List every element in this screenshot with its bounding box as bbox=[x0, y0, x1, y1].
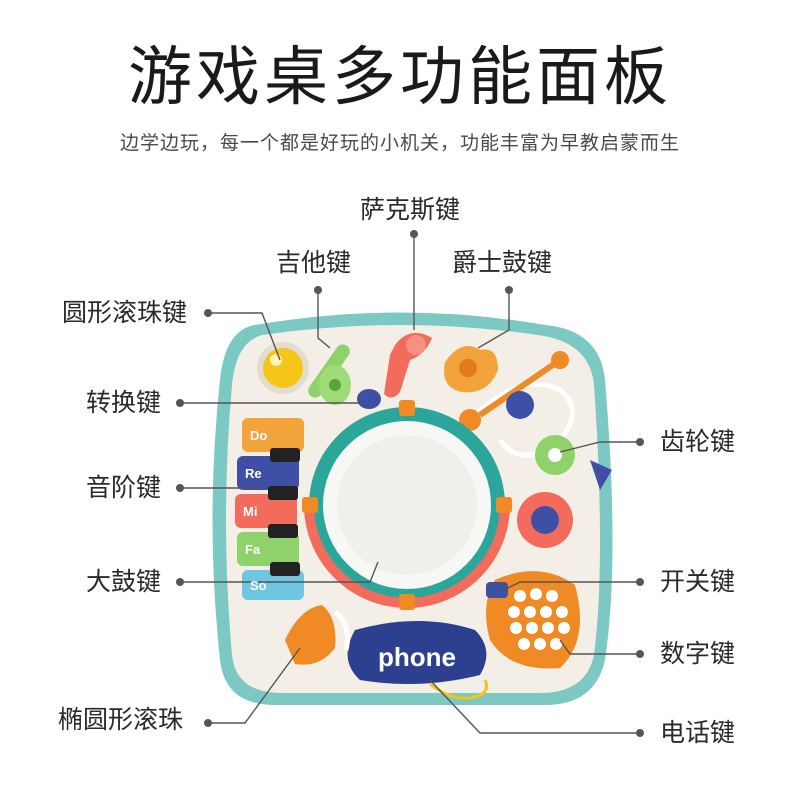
label-scale-key: 音阶键 bbox=[86, 473, 162, 502]
phone-text: phone bbox=[378, 642, 456, 672]
leader-lines bbox=[180, 234, 640, 734]
label-guitar-key: 吉他键 bbox=[276, 248, 352, 277]
piano-key-label: Mi bbox=[243, 504, 257, 519]
label-switch-key: 转换键 bbox=[86, 388, 162, 417]
piano-keys bbox=[235, 418, 304, 600]
switch-button bbox=[357, 389, 381, 409]
label-ball-key: 圆形滚珠键 bbox=[62, 298, 188, 327]
label-jazz-drum-key: 爵士鼓键 bbox=[452, 248, 553, 277]
label-power-key: 开关键 bbox=[660, 567, 736, 596]
gear-key bbox=[517, 435, 612, 548]
label-oval-ball-key: 椭圆形滚珠 bbox=[58, 705, 184, 734]
label-saxophone-key: 萨克斯键 bbox=[360, 195, 461, 224]
phone-dial bbox=[486, 571, 580, 669]
label-gear-key: 齿轮键 bbox=[660, 427, 736, 456]
label-phone-key: 电话键 bbox=[660, 718, 736, 747]
piano-key-label: So bbox=[250, 578, 267, 593]
bead-maze bbox=[459, 351, 575, 458]
label-number-key: 数字键 bbox=[660, 639, 736, 668]
ball-button bbox=[263, 348, 303, 388]
piano-key-label: Re bbox=[245, 466, 262, 481]
big-drum bbox=[302, 400, 512, 610]
page-title: 游戏桌多功能面板 bbox=[128, 41, 672, 115]
saxophone-key bbox=[384, 332, 432, 398]
oval-ball-key bbox=[285, 605, 351, 665]
jazz-drum-key bbox=[444, 346, 498, 393]
piano-key-label: Fa bbox=[245, 542, 261, 557]
piano-key-label: Do bbox=[250, 428, 267, 443]
page-subtitle: 边学边玩，每一个都是好玩的小机关，功能丰富为早教启蒙而生 bbox=[119, 132, 680, 154]
guitar-key bbox=[308, 344, 351, 405]
label-big-drum-key: 大鼓键 bbox=[86, 567, 162, 596]
